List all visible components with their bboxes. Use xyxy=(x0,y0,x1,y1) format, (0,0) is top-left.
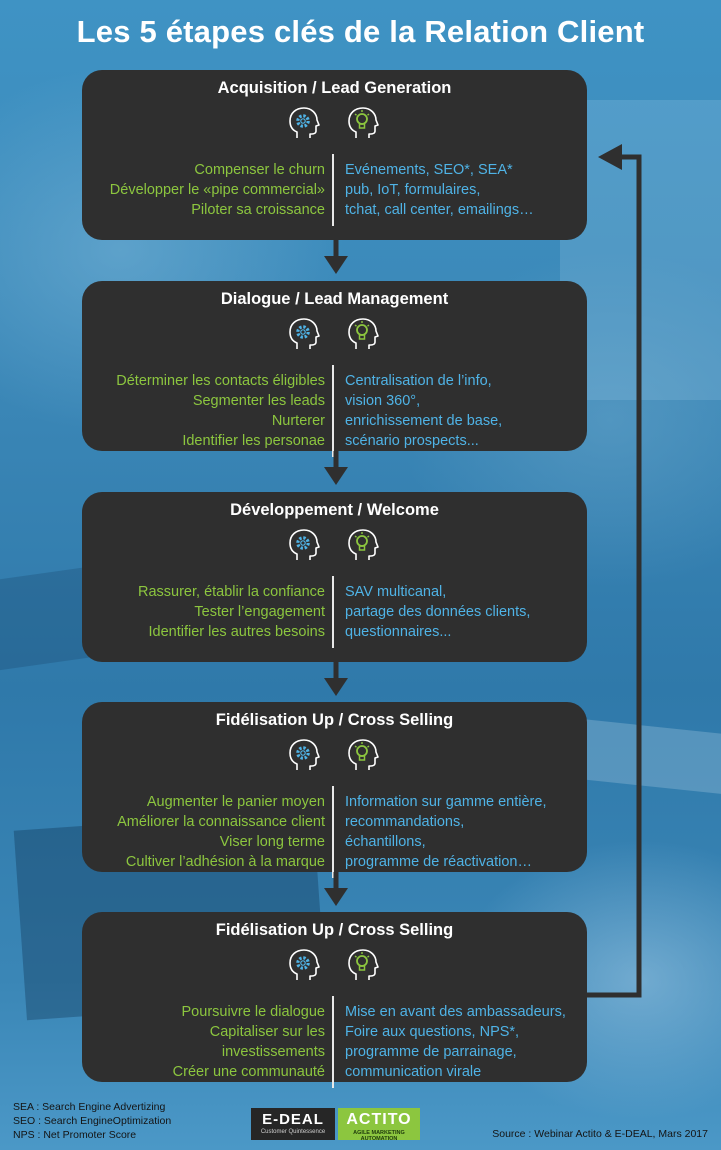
brain-gear-icon xyxy=(288,528,320,562)
actito-logo-name: ACTITO xyxy=(346,1111,412,1128)
footnote: SEA : Search Engine Advertizing xyxy=(13,1101,166,1113)
tool-item: Mise en avant des ambassadeurs, xyxy=(345,1004,566,1020)
head-lightbulb-icon xyxy=(347,738,379,772)
head-lightbulb-icon xyxy=(347,528,379,562)
tools-column: Information sur gamme entière, recommanda… xyxy=(345,792,546,872)
goal-item: Identifier les autres besoins xyxy=(148,624,325,640)
tool-item: pub, IoT, formulaires, xyxy=(345,182,481,198)
step-title: Fidélisation Up / Cross Selling xyxy=(215,711,454,729)
arrow-down-icon xyxy=(324,240,348,274)
tool-item: partage des données clients, xyxy=(345,604,531,620)
tool-item: vision 360°, xyxy=(345,393,421,409)
brain-gear-icon xyxy=(288,948,320,982)
tool-item: programme de parrainage, xyxy=(345,1044,517,1060)
goal-item: Déterminer les contacts éligibles xyxy=(116,373,325,389)
goal-item: Viser long terme xyxy=(219,834,325,850)
tools-column: Evénements, SEO*, SEA* pub, IoT, formulai… xyxy=(345,160,534,220)
tool-item: Centralisation de l’info, xyxy=(345,373,492,389)
goal-item: Compenser le churn xyxy=(194,162,325,178)
column-divider xyxy=(332,996,334,1088)
tools-column: Centralisation de l’info, vision 360°, enr… xyxy=(345,371,502,451)
tool-item: Evénements, SEO*, SEA* xyxy=(345,162,513,178)
head-lightbulb-icon xyxy=(347,317,379,351)
goal-item: Développer le «pipe commercial» xyxy=(109,182,325,198)
column-divider xyxy=(332,786,334,878)
tool-item: questionnaires... xyxy=(345,624,452,640)
tool-item: recommandations, xyxy=(345,814,465,830)
head-lightbulb-icon xyxy=(347,948,379,982)
edeal-logo-tagline: Customer Quintessence xyxy=(260,1129,326,1135)
footnote: SEO : Search EngineOptimization xyxy=(13,1115,172,1127)
goal-item: Cultiver l’adhésion à la marque xyxy=(125,854,325,870)
goal-item: Créer une communauté xyxy=(172,1064,325,1080)
step-title: Développement / Welcome xyxy=(230,501,439,519)
tool-item: scénario prospects... xyxy=(345,433,479,449)
column-divider xyxy=(332,154,334,226)
step-title: Fidélisation Up / Cross Selling xyxy=(215,921,454,939)
page-title: Les 5 étapes clés de la Relation Client xyxy=(76,14,645,49)
brain-gear-icon xyxy=(288,738,320,772)
edeal-logo: E-DEAL Customer Quintessence xyxy=(251,1108,335,1140)
head-lightbulb-icon xyxy=(347,106,379,140)
tool-item: communication virale xyxy=(345,1064,482,1080)
actito-logo: ACTITO AGILE MARKETING AUTOMATION xyxy=(338,1108,420,1142)
goal-item: Poursuivre le dialogue xyxy=(181,1004,325,1020)
goal-item: investissements xyxy=(221,1044,325,1060)
tool-item: tchat, call center, emailings… xyxy=(345,202,534,218)
source-credit: Source : Webinar Actito & E-DEAL, Mars 2… xyxy=(492,1128,708,1140)
goal-item: Capitaliser sur les xyxy=(209,1024,325,1040)
arrow-down-icon xyxy=(324,451,348,485)
tool-item: Information sur gamme entière, xyxy=(345,794,547,810)
step-title: Acquisition / Lead Generation xyxy=(217,79,452,97)
footnotes: SEA : Search Engine Advertizing SEO : Se… xyxy=(13,1100,171,1142)
column-divider xyxy=(332,576,334,648)
goal-item: Rassurer, établir la confiance xyxy=(138,584,325,600)
tools-column: SAV multicanal, partage des données clien… xyxy=(345,582,530,642)
column-divider xyxy=(332,365,334,457)
step-title: Dialogue / Lead Management xyxy=(220,290,449,308)
goal-item: Augmenter le panier moyen xyxy=(146,794,325,810)
tools-column: Mise en avant des ambassadeurs, Foire aux… xyxy=(345,1002,566,1082)
arrow-down-icon xyxy=(324,662,348,696)
edeal-logo-name: E-DEAL xyxy=(262,1111,324,1128)
brain-gear-icon xyxy=(288,317,320,351)
tool-item: enrichissement de base, xyxy=(345,413,503,429)
arrow-down-icon xyxy=(324,872,348,906)
footnote: NPS : Net Promoter Score xyxy=(13,1129,137,1141)
goal-item: Identifier les personae xyxy=(182,433,325,449)
goal-item: Piloter sa croissance xyxy=(191,202,325,218)
loop-back-arrow-icon xyxy=(586,144,642,998)
tool-item: programme de réactivation… xyxy=(345,854,532,870)
goal-item: Tester l’engagement xyxy=(194,604,325,620)
goal-item: Nurterer xyxy=(271,413,325,429)
actito-logo-tagline: AGILE MARKETING AUTOMATION xyxy=(353,1130,405,1142)
goal-item: Améliorer la connaissance client xyxy=(117,814,325,830)
tool-item: échantillons, xyxy=(345,834,426,850)
brain-gear-icon xyxy=(288,106,320,140)
goal-item: Segmenter les leads xyxy=(192,393,325,409)
tool-item: Foire aux questions, NPS*, xyxy=(345,1024,520,1040)
tool-item: SAV multicanal, xyxy=(345,584,447,600)
